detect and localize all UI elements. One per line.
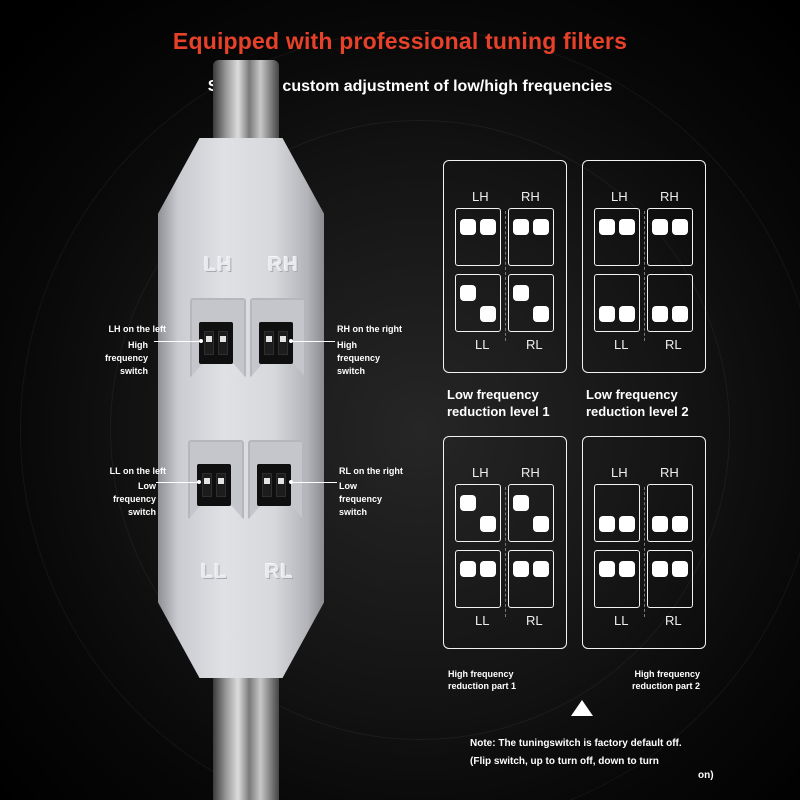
diagram-label-rh: RH	[660, 465, 679, 480]
diagram-switch-lh	[455, 484, 501, 542]
leader-line-lh	[154, 341, 201, 342]
diagram-label-ll: LL	[614, 613, 629, 628]
diagram-label-ll: LL	[614, 337, 629, 352]
leader-line-ll	[156, 482, 199, 483]
page-title: Equipped with professional tuning filter…	[172, 28, 628, 54]
diagram-label-lh: LH	[611, 465, 628, 480]
diagram-switch-rh	[647, 484, 693, 542]
diagram-divider	[644, 211, 645, 341]
leader-dot-rh	[289, 339, 293, 343]
diagram-switch-rh	[508, 208, 554, 266]
diagram-label-rl: RL	[665, 337, 682, 352]
diagram-switch-ll	[455, 274, 501, 332]
dip-switch-lh[interactable]	[199, 322, 233, 364]
diagram-label-ll: LL	[475, 337, 490, 352]
background-ring	[20, 30, 800, 800]
annotation-rh-title: RH on the right	[337, 324, 402, 334]
cable-bottom	[213, 660, 279, 800]
diagram-label-lh: LH	[611, 189, 628, 204]
diagram-label-rh: RH	[660, 189, 679, 204]
diagram-label-rh: RH	[521, 465, 540, 480]
dip-switch-rl[interactable]	[257, 464, 291, 506]
page-subtitle: Supports custom adjustment of low/high f…	[207, 78, 613, 95]
diagram-switch-ll	[594, 274, 640, 332]
leader-dot-lh	[199, 339, 203, 343]
annotation-ll-title: LL on the left	[109, 466, 166, 476]
diagram-switch-ll	[455, 550, 501, 608]
note-line-2: (Flip switch, up to turn off, down to tu…	[470, 756, 659, 767]
device-label-rl: RL	[265, 561, 294, 583]
diagram-switch-rl	[647, 274, 693, 332]
dip-switch-rh[interactable]	[259, 322, 293, 364]
diagram-switch-rh	[647, 208, 693, 266]
dip-switch-ll[interactable]	[197, 464, 231, 506]
switch-diagram-low-level-1: LH RH LL RL	[443, 160, 567, 373]
pointer-triangle-icon	[571, 700, 593, 716]
switch-diagram-high-part-2: LH RH LL RL	[582, 436, 706, 649]
annotation-lh-title: LH on the left	[108, 324, 167, 334]
diagram-divider	[644, 487, 645, 617]
leader-line-rh	[291, 341, 335, 342]
annotation-rl-title: RL on the right	[339, 466, 403, 476]
diagram-switch-lh	[455, 208, 501, 266]
leader-dot-ll	[197, 480, 201, 484]
diagram-label-ll: LL	[475, 613, 490, 628]
note-line-3: on)	[698, 770, 714, 781]
leader-line-rl	[291, 482, 337, 483]
tuning-filter-device	[158, 138, 324, 678]
diagram-label-rl: RL	[526, 613, 543, 628]
diagram-switch-lh	[594, 484, 640, 542]
diagram-divider	[505, 211, 506, 341]
diagram-switch-rl	[508, 274, 554, 332]
diagram-switch-lh	[594, 208, 640, 266]
diagram-label-lh: LH	[472, 189, 489, 204]
device-label-lh: LH	[204, 254, 233, 276]
leader-dot-rl	[289, 480, 293, 484]
diagram-switch-rh	[508, 484, 554, 542]
diagram-label-rl: RL	[526, 337, 543, 352]
diagram-label-rh: RH	[521, 189, 540, 204]
diagram-switch-ll	[594, 550, 640, 608]
switch-diagram-low-level-2: LH RH LL RL	[582, 160, 706, 373]
device-label-rh: RH	[268, 254, 299, 276]
diagram-label-rl: RL	[665, 613, 682, 628]
diagram-switch-rl	[647, 550, 693, 608]
diagram-divider	[505, 487, 506, 617]
note-line-1: Note: The tuningswitch is factory defaul…	[470, 738, 682, 749]
diagram-label-lh: LH	[472, 465, 489, 480]
diagram-switch-rl	[508, 550, 554, 608]
switch-diagram-high-part-1: LH RH LL RL	[443, 436, 567, 649]
device-label-ll: LL	[201, 561, 228, 583]
